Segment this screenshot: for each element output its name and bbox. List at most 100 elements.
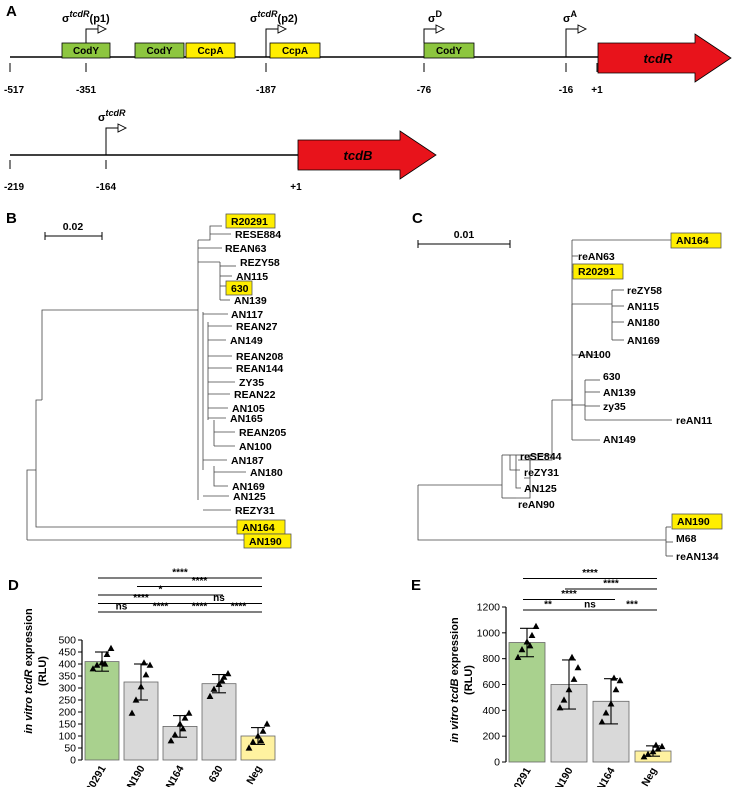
data-point xyxy=(654,745,662,752)
data-point xyxy=(514,653,522,660)
data-point xyxy=(532,622,540,629)
bar-630 xyxy=(201,683,237,761)
data-point xyxy=(565,686,573,693)
data-point xyxy=(218,677,226,684)
tree-leaf: AN139 xyxy=(234,295,267,307)
bar-r20291 xyxy=(508,642,546,763)
y-axis-gene: tcdR xyxy=(23,669,35,694)
y-tick-label: 1200 xyxy=(477,602,501,614)
tree-leaf: 630 xyxy=(231,283,249,295)
position-label: -219 xyxy=(4,182,24,193)
y-tick-label: 1000 xyxy=(477,627,501,639)
significance-label: **** xyxy=(192,602,208,613)
tree-leaf: AN190 xyxy=(677,516,710,528)
data-point xyxy=(89,665,97,672)
tree-leaf: reSE844 xyxy=(520,451,562,463)
data-point xyxy=(610,674,618,681)
svg-text:σA: σA xyxy=(563,9,578,25)
tree-c-leaves: AN164 reAN63 R20291 reZY58 AN115 AN180 A… xyxy=(518,232,723,563)
data-point xyxy=(140,659,148,666)
data-point xyxy=(254,732,262,739)
y-tick-label: 600 xyxy=(482,679,500,691)
tree-b-branches xyxy=(26,225,246,541)
significance-label: **** xyxy=(153,602,169,613)
sigma-symbol: σ xyxy=(62,13,70,25)
highlight-box xyxy=(671,513,723,530)
y-axis-title: in vitro tcdR expression xyxy=(23,608,35,734)
data-point xyxy=(602,709,610,716)
data-point xyxy=(523,638,531,645)
y-axis-prefix: in vitro xyxy=(23,697,35,734)
significance-label: ns xyxy=(213,593,225,604)
y-tick-label: 0 xyxy=(494,757,500,769)
tree-leaf: reAN11 xyxy=(676,415,712,427)
tree-leaf: REAN27 xyxy=(236,321,278,333)
data-point xyxy=(137,683,145,690)
data-point xyxy=(612,686,620,693)
panel-b-label: B xyxy=(6,210,17,227)
y-tick-label: 150 xyxy=(58,719,76,731)
tree-leaf: reAN63 xyxy=(578,251,615,263)
cody-box-1: CodY xyxy=(61,42,111,59)
highlight-box xyxy=(243,533,292,549)
sigma-superscript: tcdR xyxy=(258,9,279,19)
data-point xyxy=(245,744,253,751)
data-point xyxy=(176,720,184,727)
significance-label: * xyxy=(159,585,163,596)
y-axis-gene: tcdB xyxy=(449,678,461,703)
panel-e-label: E xyxy=(411,577,421,594)
tree-leaf: reAN134 xyxy=(676,551,719,563)
sigma-symbol: σ xyxy=(563,13,571,25)
sigma-superscript: A xyxy=(571,9,578,19)
sigma-superscript: tcdR xyxy=(106,108,127,118)
bar-an164 xyxy=(592,700,630,763)
position-label: -76 xyxy=(417,85,432,96)
y-tick-label: 500 xyxy=(58,635,76,647)
highlight-box xyxy=(670,232,722,249)
tree-leaf: AN115 xyxy=(627,301,659,313)
data-point xyxy=(146,661,154,668)
significance-label: **** xyxy=(561,589,577,600)
tree-leaf: AN169 xyxy=(627,335,660,347)
data-point xyxy=(560,696,568,703)
data-point xyxy=(259,727,267,734)
significance-label: *** xyxy=(626,600,638,611)
x-tick-label: AN190 xyxy=(121,763,148,787)
data-point xyxy=(206,692,214,699)
panel-c: C 0.01 xyxy=(412,210,723,563)
cody-box-2-label: CodY xyxy=(146,46,172,57)
position-label: -164 xyxy=(96,182,116,193)
position-label: -351 xyxy=(76,85,96,96)
tree-c-branches xyxy=(417,239,673,557)
tree-leaf: reZY58 xyxy=(627,285,662,297)
panel-d-label: D xyxy=(8,577,19,594)
tree-leaf: REAN208 xyxy=(236,351,283,363)
promoter-sigma-a: σA xyxy=(563,9,588,57)
svg-text:σD: σD xyxy=(428,9,443,25)
data-point xyxy=(257,737,265,744)
data-point xyxy=(263,720,271,727)
y-tick-label: 200 xyxy=(482,731,500,743)
tree-leaf: REZY31 xyxy=(235,505,275,517)
chart-e: E in vitro tcdB expression (RLU) 0200400… xyxy=(411,568,672,787)
tree-leaf: REAN144 xyxy=(236,363,283,375)
tcdr-gene-arrow: tcdR xyxy=(597,33,732,83)
tree-leaf: AN105 xyxy=(232,403,265,415)
y-axis-unit: (RLU) xyxy=(37,656,49,686)
position-label: -187 xyxy=(256,85,276,96)
tree-leaf: AN165 xyxy=(230,413,263,425)
data-point xyxy=(518,646,526,653)
x-tick-label: AN190 xyxy=(549,765,576,787)
data-point xyxy=(658,742,666,750)
data-point xyxy=(107,644,115,651)
scale-bar: 0.01 xyxy=(417,229,511,248)
ccpa-box-2: CcpA xyxy=(269,42,321,59)
data-point xyxy=(167,737,175,744)
y-tick-label: 250 xyxy=(58,695,76,707)
significance-label: ** xyxy=(544,600,552,611)
promoter-tcdr-p2: σtcdR(p2) xyxy=(250,9,298,57)
tcdr-gene-label: tcdR xyxy=(644,51,674,66)
tree-leaf: AN100 xyxy=(578,349,611,361)
highlight-box xyxy=(572,263,624,280)
sigma-suffix: (p2) xyxy=(278,13,299,25)
